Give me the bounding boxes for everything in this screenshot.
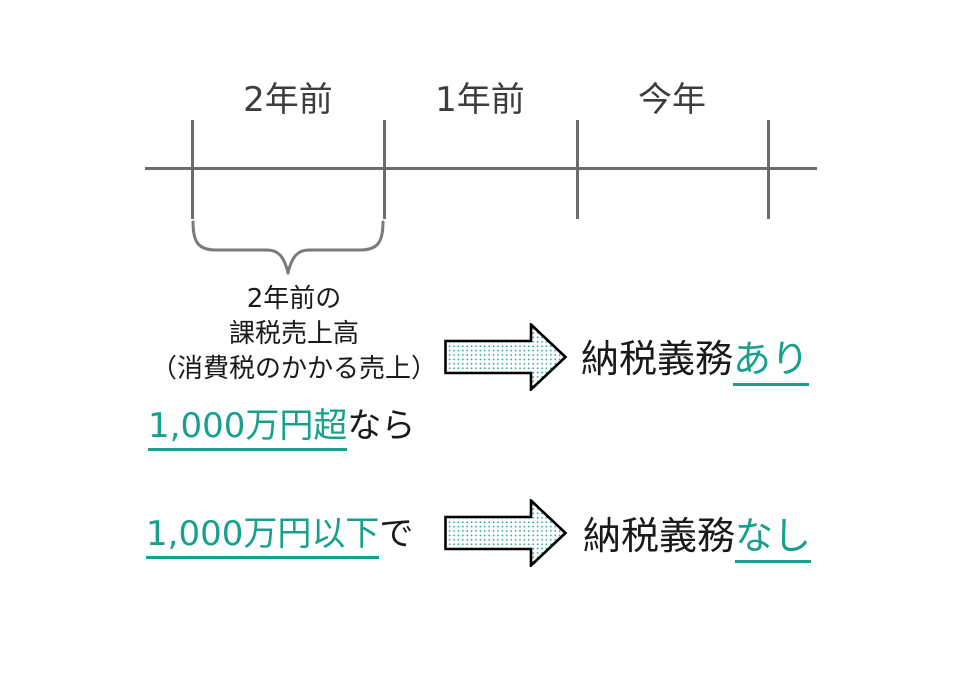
arrow-right-icon bbox=[444, 499, 568, 567]
condition-under-10m-highlight: 1,000万円以下 bbox=[146, 514, 380, 559]
timeline-tick bbox=[383, 120, 386, 219]
timeline-axis bbox=[145, 167, 817, 170]
timeline-tick bbox=[191, 120, 194, 219]
brace-note: 2年前の 課税売上高 （消費税のかかる売上） bbox=[138, 282, 450, 387]
brace-note-line3: （消費税のかかる売上） bbox=[150, 354, 437, 384]
result-obligation-yes-prefix: 納税義務 bbox=[581, 337, 734, 381]
condition-over-10m: 1,000万円超なら bbox=[148, 404, 416, 451]
condition-over-10m-highlight: 1,000万円超 bbox=[148, 406, 348, 451]
result-obligation-no-prefix: 納税義務 bbox=[583, 514, 736, 558]
result-obligation-yes-highlight: あり bbox=[733, 337, 810, 386]
brace-note-line2: 課税売上高 bbox=[228, 319, 359, 349]
condition-under-10m: 1,000万円以下で bbox=[146, 512, 414, 559]
result-obligation-no: 納税義務なし bbox=[583, 513, 812, 563]
condition-under-10m-rest: で bbox=[379, 514, 414, 554]
condition-over-10m-rest: なら bbox=[347, 406, 416, 446]
timeline-tick bbox=[576, 120, 579, 219]
brace-note-line1: 2年前の bbox=[246, 284, 342, 314]
result-obligation-yes: 納税義務あり bbox=[581, 336, 810, 386]
timeline-label-two-years-ago: 2年前 bbox=[243, 80, 333, 120]
timeline-label-this-year: 今年 bbox=[638, 80, 706, 120]
result-obligation-no-highlight: なし bbox=[735, 514, 812, 563]
arrow-right-icon bbox=[444, 323, 568, 391]
timeline-tick bbox=[767, 120, 770, 219]
curly-brace-icon bbox=[191, 220, 385, 275]
timeline-label-one-year-ago: 1年前 bbox=[435, 80, 525, 120]
